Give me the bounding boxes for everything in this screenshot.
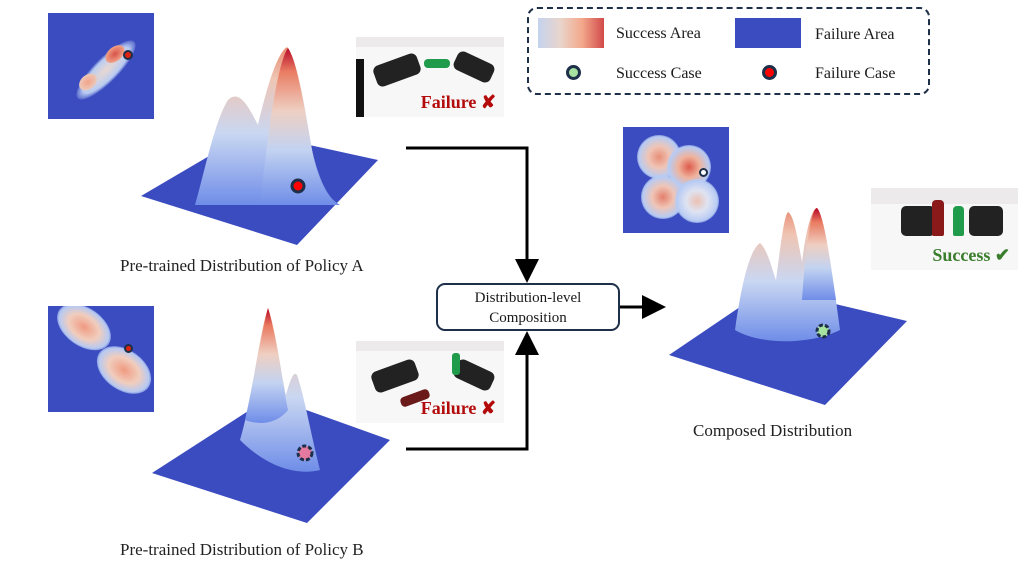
red-bottle-icon bbox=[932, 200, 944, 236]
policy-b-caption: Pre-trained Distribution of Policy B bbox=[120, 540, 364, 559]
legend-failure-case-label: Failure Case bbox=[815, 65, 896, 82]
policy-a-robot-photo: Failure ✘ bbox=[356, 37, 504, 117]
success-case-marker-icon bbox=[699, 168, 708, 177]
policy-b-robot-photo: Failure ✘ bbox=[356, 341, 504, 423]
arrow-policy-b-to-composition bbox=[406, 331, 539, 451]
green-bottle-icon bbox=[953, 206, 964, 236]
failure-case-marker-icon bbox=[762, 65, 777, 80]
legend-failure-area-label: Failure Area bbox=[815, 26, 895, 43]
success-case-marker-icon bbox=[815, 323, 831, 339]
failure-area-swatch bbox=[735, 18, 801, 48]
success-area-swatch bbox=[538, 18, 604, 48]
failure-label: Failure bbox=[420, 398, 477, 418]
policy-a-surface bbox=[141, 47, 378, 245]
policy-a-heatmap bbox=[48, 13, 154, 119]
policy-a-caption: Pre-trained Distribution of Policy A bbox=[120, 256, 364, 275]
failure-cross-icon: ✘ bbox=[480, 398, 496, 418]
green-bottle-icon bbox=[452, 353, 460, 375]
success-label: Success bbox=[932, 245, 991, 265]
composition-box: Distribution-level Composition bbox=[436, 283, 620, 331]
composed-caption: Composed Distribution bbox=[693, 421, 853, 440]
failure-case-marker-icon bbox=[296, 444, 314, 462]
policy-b-heatmap bbox=[48, 306, 154, 412]
composed-heatmap bbox=[623, 127, 729, 233]
left-gripper-icon bbox=[901, 206, 935, 236]
composed-surface bbox=[669, 208, 907, 405]
failure-label: Failure bbox=[420, 92, 477, 112]
composed-robot-photo: Success ✔ bbox=[871, 188, 1018, 270]
success-case-marker-icon bbox=[566, 65, 581, 80]
policy-b-surface bbox=[152, 308, 390, 523]
arrow-policy-a-to-composition bbox=[406, 146, 539, 283]
flow-arrows bbox=[406, 146, 666, 451]
legend-success-area-label: Success Area bbox=[616, 25, 701, 42]
failure-cross-icon: ✘ bbox=[480, 92, 496, 112]
composition-line1: Distribution-level bbox=[474, 290, 582, 306]
success-check-icon: ✔ bbox=[994, 245, 1010, 265]
legend-success-case-label: Success Case bbox=[616, 65, 702, 82]
failure-case-marker-icon bbox=[124, 344, 133, 353]
failure-case-marker-icon bbox=[123, 50, 133, 60]
failure-case-marker-icon bbox=[290, 178, 306, 194]
legend: Success Area Failure Area Success Case F… bbox=[527, 7, 930, 95]
green-bottle-icon bbox=[424, 59, 450, 68]
composition-line2: Composition bbox=[489, 310, 567, 326]
right-gripper-icon bbox=[969, 206, 1003, 236]
